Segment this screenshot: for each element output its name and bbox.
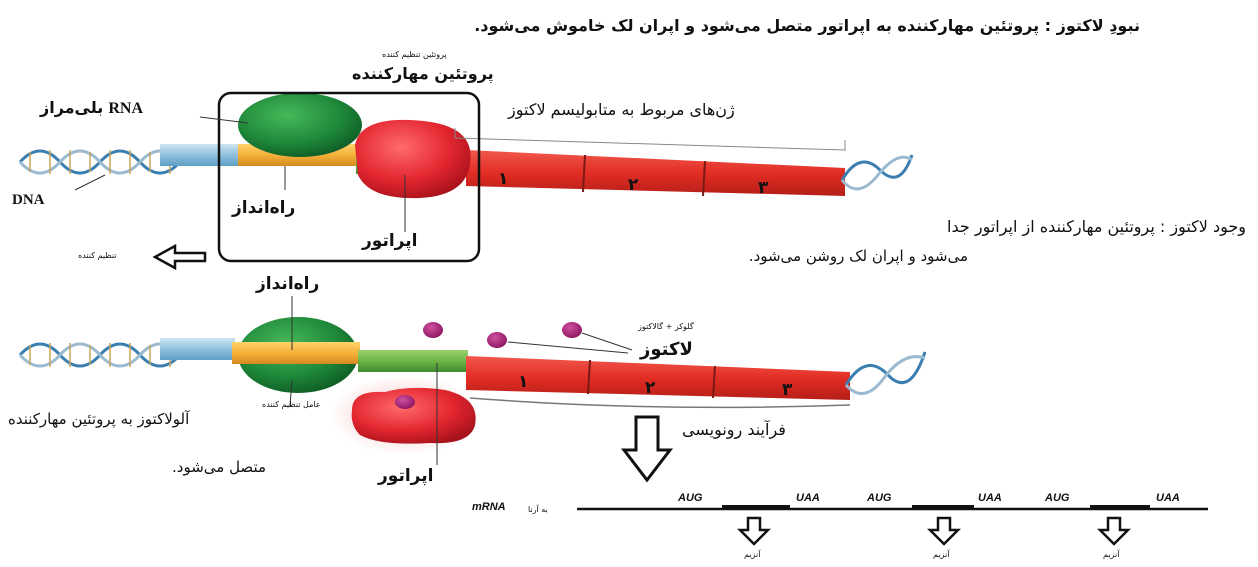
bottom-transcript-line xyxy=(470,398,850,407)
top-dna-helix-right xyxy=(842,155,912,189)
transcription-label: فرآیند رونویسی xyxy=(682,420,786,439)
bottom-dna-blue-segment xyxy=(160,338,235,360)
lactose-label: لاکتوز xyxy=(640,339,693,360)
codon-start-2: AUG xyxy=(867,492,891,504)
product-arrow-icon xyxy=(930,518,958,544)
gene-number-bottom-1: ۱ xyxy=(518,372,528,392)
codon-start-3: AUG xyxy=(1045,492,1069,504)
codon-stop-3: UAA xyxy=(1156,492,1180,504)
gene-number-bottom-2: ۲ xyxy=(645,378,655,398)
bottom-operator-segment xyxy=(358,350,468,372)
product-arrows xyxy=(740,518,1128,544)
lactose-molecule xyxy=(487,332,507,348)
dna-label: DNA xyxy=(12,192,45,209)
operator-bottom-label: اپراتور xyxy=(378,466,433,486)
codon-start-1: AUG xyxy=(678,492,702,504)
rna-polymerase-label: بلی‌مراز RNA xyxy=(40,98,143,118)
gene-number-2: ۲ xyxy=(628,175,638,195)
top-genes-bracket xyxy=(455,128,845,150)
top-rna-polymerase xyxy=(238,93,362,157)
promoter-top-label: راه‌انداز xyxy=(232,198,295,218)
product-label-1: آنزیم xyxy=(744,550,760,559)
top-gene-red-segment xyxy=(466,150,845,196)
operator-top-label: اپراتور xyxy=(362,231,417,251)
top-repressor-protein xyxy=(355,120,470,198)
product-arrow-icon xyxy=(1100,518,1128,544)
bottom-dna-helix-left xyxy=(20,343,180,367)
mrna-label: mRNA xyxy=(472,501,506,513)
transcription-down-arrow-icon xyxy=(624,417,670,480)
rna-polymerase-latin: RNA xyxy=(108,100,143,117)
lactose-molecule xyxy=(562,322,582,338)
top-dna-blue-segment xyxy=(160,144,240,166)
mrna-strand xyxy=(577,505,1208,509)
codon-stop-2: UAA xyxy=(978,492,1002,504)
allolactose-line2: متصل می‌شود. xyxy=(172,458,266,476)
right-caption-line2: می‌شود و اپران لک روشن می‌شود. xyxy=(749,247,968,265)
product-arrow-icon xyxy=(740,518,768,544)
gene-number-3: ۳ xyxy=(758,178,768,198)
rna-polymerase-fa: بلی‌مراز xyxy=(40,98,103,117)
bottom-promoter-segment xyxy=(232,342,360,364)
right-caption-line1: وجود لاکتوز : پروتئین مهارکننده از اپرات… xyxy=(947,217,1246,236)
promoter-bottom-label: راه‌انداز xyxy=(256,274,319,294)
regulator-bottom-small-label: عامل تنظیم کننده xyxy=(262,400,321,409)
lactose-molecule xyxy=(423,322,443,338)
allolactose-line1: آلولاکتوز به پروتئین مهارکننده xyxy=(8,410,189,428)
product-label-2: آنزیم xyxy=(933,550,949,559)
lactose-small-label: گلوکز + گالاکتوز xyxy=(638,322,694,331)
regulator-small-label: تنظیم کننده xyxy=(78,251,117,260)
bottom-dna-helix-right xyxy=(846,352,925,394)
repressor-small-label: پروتئین تنظیم کننده xyxy=(382,50,447,59)
bound-allolactose xyxy=(395,395,415,409)
product-label-3: آنزیم xyxy=(1103,550,1119,559)
top-dna-strand xyxy=(20,93,912,198)
gene-number-1: ۱ xyxy=(498,169,508,189)
regulator-arrow-icon xyxy=(155,246,205,268)
gene-number-bottom-3: ۳ xyxy=(782,380,792,400)
codon-stop-1: UAA xyxy=(796,492,820,504)
bottom-repressor-protein xyxy=(352,388,476,444)
top-dna-helix-left xyxy=(20,150,180,174)
repressor-title: پروتئین مهارکننده xyxy=(352,64,494,83)
lactose-genes-label: ژن‌های مربوط به متابولیسم لاکتوز xyxy=(508,100,735,119)
mrna-prefix: به آرنا xyxy=(528,505,548,514)
top-caption: نبودِ لاکتوز : پروتئین مهارکننده به اپرا… xyxy=(474,16,1140,35)
